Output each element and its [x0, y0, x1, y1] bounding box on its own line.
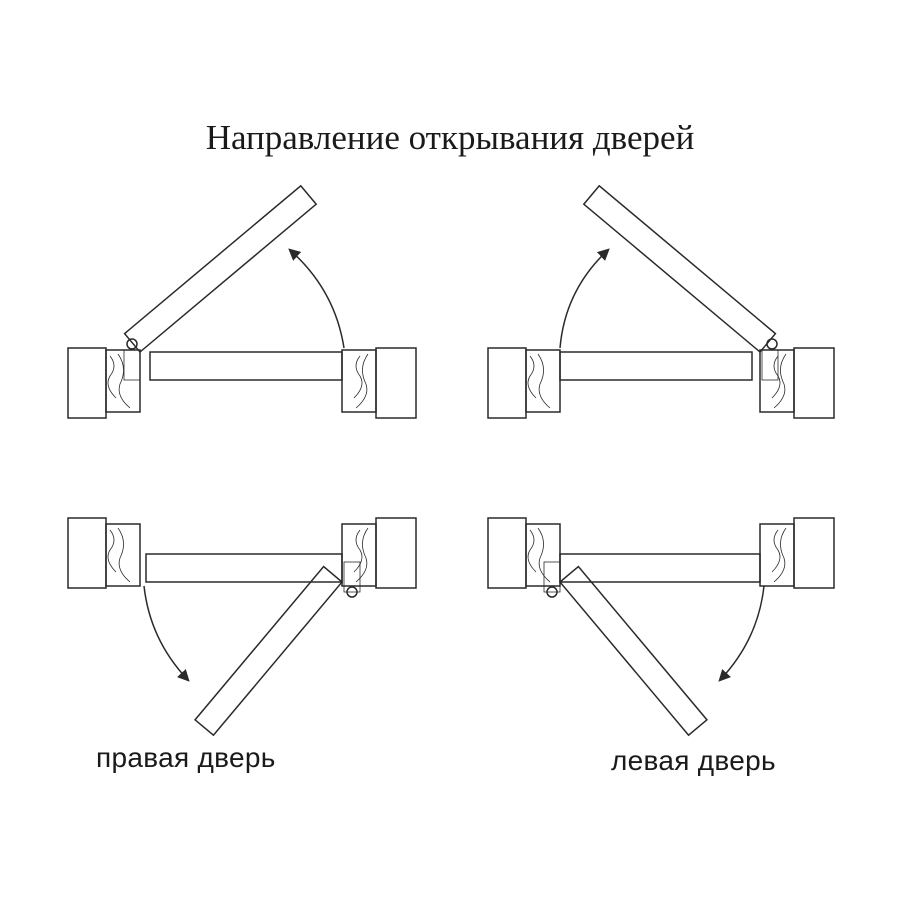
- closed-door-leaf: [145, 553, 343, 583]
- bottom-left-opening-unit: [67, 517, 417, 737]
- hinge-plate: [343, 561, 361, 593]
- closed-door-leaf: [559, 351, 753, 381]
- bottom-right-opening-unit: [487, 517, 835, 737]
- wall-block: [487, 517, 527, 589]
- open-door-leaf: [194, 565, 344, 737]
- open-door-leaf: [582, 184, 777, 354]
- frame-block: [525, 523, 561, 587]
- wall-block: [793, 347, 835, 419]
- open-door-leaf: [123, 184, 318, 354]
- diagram-title: Направление открывания дверей: [205, 118, 695, 157]
- frame-block: [525, 349, 561, 413]
- wall-block: [67, 517, 107, 589]
- closed-door-leaf: [559, 553, 761, 583]
- hinge-plate: [543, 561, 561, 593]
- right-door-label: правая дверь: [96, 742, 276, 773]
- opening-arc-arrow: [288, 248, 345, 349]
- hinge-plate: [123, 349, 141, 381]
- opening-arc-arrow: [143, 585, 190, 682]
- opening-arc-arrow: [718, 585, 765, 682]
- opening-arc-arrow: [559, 248, 610, 349]
- open-door-leaf: [558, 565, 708, 737]
- hinge-icon: [126, 338, 138, 350]
- frame-block: [341, 349, 377, 413]
- closed-door-leaf: [149, 351, 343, 381]
- frame-block: [341, 523, 377, 587]
- hinge-plate: [761, 349, 779, 381]
- left-door-label: левая дверь: [611, 745, 776, 776]
- wall-block: [375, 347, 417, 419]
- wall-block: [375, 517, 417, 589]
- top-right-opening-unit: [487, 184, 835, 419]
- frame-block: [105, 349, 141, 413]
- frame-block: [759, 523, 795, 587]
- frame-block: [759, 349, 795, 413]
- wall-block: [487, 347, 527, 419]
- wall-block: [67, 347, 107, 419]
- wall-block: [793, 517, 835, 589]
- hinge-icon: [766, 338, 778, 350]
- frame-block: [105, 523, 141, 587]
- top-left-opening-unit: [67, 184, 417, 419]
